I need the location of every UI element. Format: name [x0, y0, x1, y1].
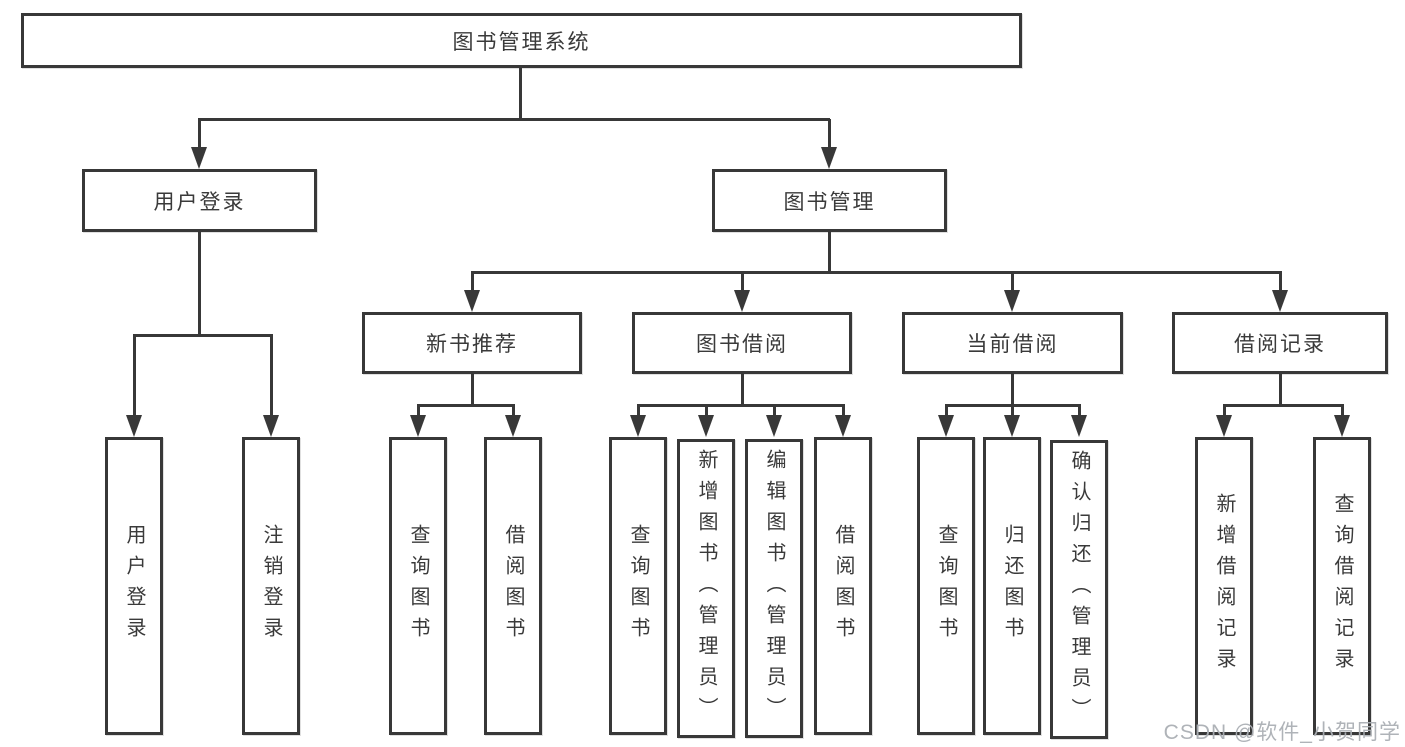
node-borrow-records: 借阅记录 — [1172, 312, 1388, 374]
connector-line — [637, 404, 845, 407]
arrow-down-icon — [1004, 415, 1020, 437]
node-book-management: 图书管理 — [712, 169, 947, 232]
connector-line — [471, 374, 474, 406]
leaf-current-query-books: 查询图书 — [917, 437, 975, 735]
arrow-down-icon — [766, 415, 782, 437]
node-borrow-records-label: 借阅记录 — [1234, 333, 1326, 356]
arrow-down-icon — [1216, 415, 1232, 437]
connector-line — [1011, 374, 1014, 406]
arrow-down-icon — [1272, 290, 1288, 312]
leaf-user-login-label: 用户登录 — [123, 524, 145, 648]
arrow-down-icon — [938, 415, 954, 437]
leaf-current-return-books: 归还图书 — [983, 437, 1041, 735]
node-root-label: 图书管理系统 — [452, 30, 591, 54]
arrow-down-icon — [698, 415, 714, 437]
node-book-borrow-label: 图书借阅 — [696, 333, 788, 356]
arrow-down-icon — [464, 290, 480, 312]
arrow-down-icon — [835, 415, 851, 437]
leaf-current-confirm-return-admin-label: 确认归还（管理员） — [1068, 450, 1090, 729]
connector-line — [1078, 405, 1081, 417]
connector-line — [773, 405, 776, 417]
leaf-borrow-edit-books-admin: 编辑图书（管理员） — [745, 439, 803, 738]
leaf-newbook-query-books-label: 查询图书 — [407, 524, 429, 648]
leaf-current-query-books-label: 查询图书 — [935, 524, 957, 648]
arrow-down-icon — [191, 147, 207, 169]
leaf-logout: 注销登录 — [242, 437, 300, 735]
connector-line — [1011, 272, 1014, 292]
connector-line — [198, 119, 201, 149]
leaf-newbook-borrow-books: 借阅图书 — [484, 437, 542, 735]
connector-line — [1279, 374, 1282, 406]
leaf-current-return-books-label: 归还图书 — [1001, 524, 1023, 648]
arrow-down-icon — [1071, 415, 1087, 437]
connector-line — [828, 119, 831, 149]
node-current-borrow-label: 当前借阅 — [966, 333, 1059, 356]
connector-line — [133, 335, 136, 416]
connector-line — [133, 334, 273, 337]
connector-line — [198, 118, 830, 121]
node-new-book-recommend: 新书推荐 — [362, 312, 582, 374]
node-current-borrow: 当前借阅 — [902, 312, 1123, 374]
connector-line — [1223, 404, 1344, 407]
connector-line — [417, 405, 420, 417]
leaf-records-add-record: 新增借阅记录 — [1195, 437, 1253, 735]
connector-line — [741, 374, 744, 406]
leaf-borrow-edit-books-admin-label: 编辑图书（管理员） — [763, 449, 785, 728]
arrow-down-icon — [1334, 415, 1350, 437]
connector-line — [270, 335, 273, 416]
leaf-newbook-query-books: 查询图书 — [389, 437, 447, 735]
node-root: 图书管理系统 — [21, 13, 1022, 68]
leaf-records-query-record: 查询借阅记录 — [1313, 437, 1371, 735]
connector-line — [828, 232, 831, 273]
arrow-down-icon — [410, 415, 426, 437]
node-user-login-label: 用户登录 — [153, 190, 246, 214]
leaf-logout-label: 注销登录 — [260, 524, 282, 648]
leaf-records-add-record-label: 新增借阅记录 — [1213, 493, 1235, 679]
connector-line — [198, 232, 201, 336]
leaf-user-login: 用户登录 — [105, 437, 163, 735]
leaf-newbook-borrow-books-label: 借阅图书 — [502, 524, 524, 648]
leaf-borrow-query-books-label: 查询图书 — [627, 524, 649, 648]
node-book-management-label: 图书管理 — [783, 190, 876, 214]
leaf-borrow-borrow-books-label: 借阅图书 — [832, 524, 854, 648]
connector-line — [741, 272, 744, 292]
arrow-down-icon — [126, 415, 142, 437]
node-book-borrow: 图书借阅 — [632, 312, 852, 374]
connector-line — [512, 405, 515, 417]
node-user-login: 用户登录 — [82, 169, 317, 232]
arrow-down-icon — [505, 415, 521, 437]
connector-line — [1279, 272, 1282, 292]
connector-line — [705, 405, 708, 417]
connector-line — [417, 404, 515, 407]
connector-line — [945, 405, 948, 417]
leaf-borrow-borrow-books: 借阅图书 — [814, 437, 872, 735]
connector-line — [1011, 405, 1014, 417]
leaf-records-query-record-label: 查询借阅记录 — [1331, 493, 1353, 679]
leaf-borrow-add-books-admin: 新增图书（管理员） — [677, 439, 735, 738]
arrow-down-icon — [734, 290, 750, 312]
csdn-watermark: CSDN @软件_小贺同学 — [1163, 721, 1401, 744]
leaf-current-confirm-return-admin: 确认归还（管理员） — [1050, 440, 1108, 739]
node-new-book-recommend-label: 新书推荐 — [426, 333, 518, 356]
connector-line — [637, 405, 640, 417]
leaf-borrow-query-books: 查询图书 — [609, 437, 667, 735]
connector-line — [519, 68, 522, 120]
connector-line — [1341, 405, 1344, 417]
leaf-borrow-add-books-admin-label: 新增图书（管理员） — [695, 449, 717, 728]
connector-line — [471, 272, 474, 292]
connector-line — [842, 405, 845, 417]
arrow-down-icon — [630, 415, 646, 437]
arrow-down-icon — [821, 147, 837, 169]
connector-line — [1223, 405, 1226, 417]
connector-line — [471, 271, 1282, 274]
arrow-down-icon — [263, 415, 279, 437]
arrow-down-icon — [1004, 290, 1020, 312]
